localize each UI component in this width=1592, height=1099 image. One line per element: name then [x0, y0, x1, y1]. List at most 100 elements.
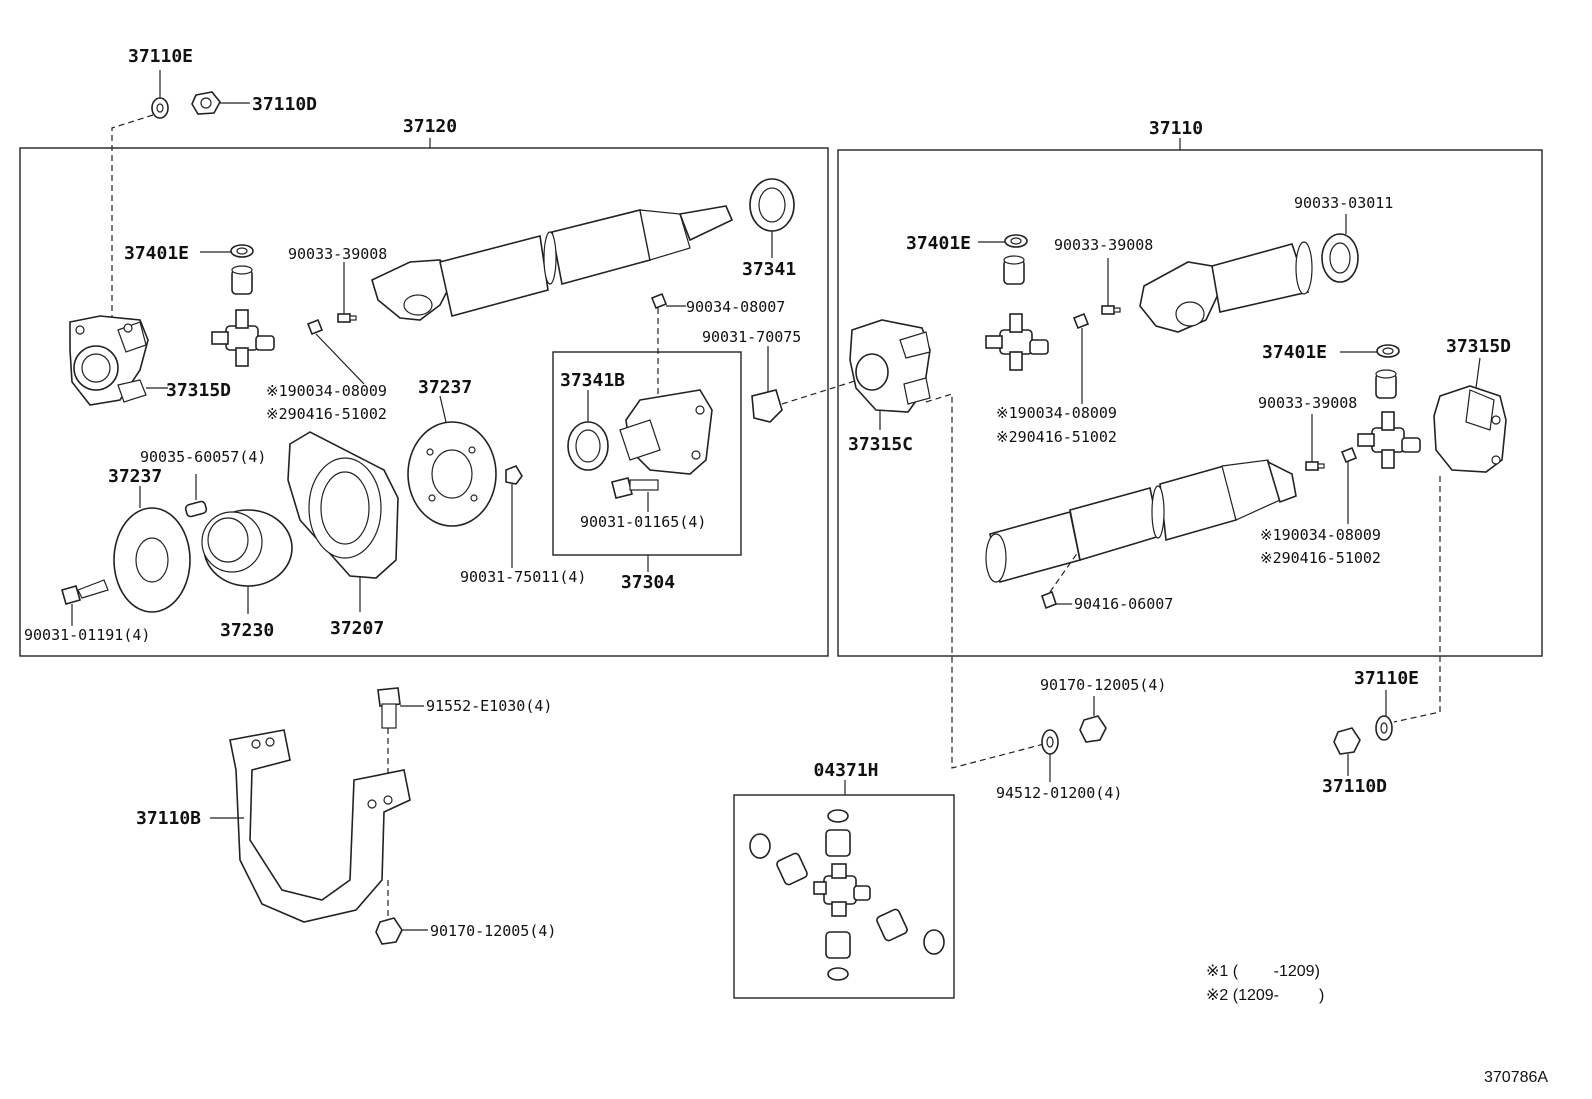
bolt-90031-01165: [611, 477, 659, 499]
nut-90170-12005-left: [375, 917, 403, 945]
label-37401E-left: 37401E: [124, 243, 189, 264]
spider-kit-snap-ring-top: [827, 809, 849, 823]
label-37207: 37207: [330, 618, 384, 639]
label-37230: 37230: [220, 620, 274, 641]
nut-90031-75011: [505, 465, 523, 485]
seal-90033-03011: [1321, 233, 1359, 283]
label-90033-39008-left: 90033-39008: [288, 245, 387, 263]
washer-37110E-top: [151, 97, 169, 119]
snap-ring-37401E-mid: [1004, 234, 1028, 248]
plug-90416-06007: [1041, 590, 1057, 610]
bracket-37110B: [229, 729, 411, 923]
spider-kit-snap-ring-bottom: [827, 967, 849, 981]
snap-ring-37401E-right: [1376, 344, 1400, 358]
label-90170-12005-right: 90170-12005(4): [1040, 676, 1166, 694]
bearing-cup-mid: [1003, 255, 1025, 285]
spider-kit-cross: [813, 863, 871, 917]
spider-kit-frame: [733, 794, 955, 999]
rear-shaft-front-yoke: [1139, 241, 1313, 333]
label-90034-08009-right: ※190034-08009: [1260, 526, 1381, 544]
nut-37110D-right: [1333, 727, 1361, 755]
flange-yoke-37315D-left: [69, 315, 149, 406]
label-90416-51002-left: ※290416-51002: [266, 405, 387, 423]
label-90416-06007: 90416-06007: [1074, 595, 1173, 613]
label-90031-01165: 90031-01165(4): [580, 513, 706, 531]
label-37110E-right: 37110E: [1354, 668, 1419, 689]
spider-kit-label: 04371H: [813, 760, 878, 781]
washer-37237-left: [113, 507, 191, 613]
label-37110D-right: 37110D: [1322, 776, 1387, 797]
label-90033-39008-right: 90033-39008: [1258, 394, 1357, 412]
label-90034-08007: 90034-08007: [686, 298, 785, 316]
label-37237-left: 37237: [108, 466, 162, 487]
spider-mid: [985, 313, 1049, 371]
grease-fitting-right: [1340, 446, 1358, 464]
nut-90170-12005-right: [1079, 715, 1107, 743]
rear-shaft-label: 37110: [1149, 118, 1203, 139]
spider-kit-cup-left: [776, 852, 808, 886]
rear-shaft-tube: [985, 459, 1297, 583]
footnote-2: ※2 (1209- ): [1206, 987, 1324, 1004]
label-37110E-top: 37110E: [128, 46, 193, 67]
label-37237-right: 37237: [418, 377, 472, 398]
grease-fitting-90034-08007: [650, 292, 668, 310]
label-37110B: 37110B: [136, 808, 201, 829]
label-90034-08009-mid: ※190034-08009: [996, 404, 1117, 422]
label-37110D-top: 37110D: [252, 94, 317, 115]
label-37315D-left: 37315D: [166, 380, 231, 401]
figure-id: 370786A: [1484, 1069, 1548, 1086]
snap-ring-37401E-left: [230, 244, 254, 258]
label-90031-75011: 90031-75011(4): [460, 568, 586, 586]
label-90416-51002-right: ※290416-51002: [1260, 549, 1381, 567]
label-37341B: 37341B: [560, 370, 625, 391]
label-37401E-right: 37401E: [1262, 342, 1327, 363]
bolt-91552-E1030: [377, 687, 401, 729]
seal-37341B: [567, 421, 609, 471]
bolt-90031-01191: [61, 579, 109, 605]
label-37341: 37341: [742, 259, 796, 280]
label-91552-E1030: 91552-E1030(4): [426, 697, 552, 715]
grease-fitting-mid: [1072, 312, 1090, 330]
label-90033-03011: 90033-03011: [1294, 194, 1393, 212]
nut-90031-70075: [751, 389, 783, 423]
bolt-90033-39008-mid: [1101, 305, 1121, 315]
front-shaft-frame: [19, 147, 829, 657]
label-90031-70075: 90031-70075: [702, 328, 801, 346]
nut-37110D-top: [191, 91, 221, 115]
flange-yoke-37315C: [849, 319, 931, 413]
label-94512-01200: 94512-01200(4): [996, 784, 1122, 802]
spider-kit-cup-right: [876, 908, 908, 942]
bearing-37230: [201, 509, 293, 587]
label-90416-51002-mid: ※290416-51002: [996, 428, 1117, 446]
rear-shaft-frame: [837, 149, 1543, 657]
bearing-cup-right: [1375, 369, 1397, 399]
spider-kit-cup-bottom: [825, 931, 851, 959]
spider-kit-snap-ring-left: [749, 833, 771, 859]
bolt-90033-39008-right: [1305, 461, 1325, 471]
label-37315D-right: 37315D: [1446, 336, 1511, 357]
grease-fitting-left: [306, 318, 324, 336]
collar-90035-60057: [184, 500, 208, 518]
label-90033-39008-mid: 90033-39008: [1054, 236, 1153, 254]
cushion-37207: [287, 431, 399, 579]
washer-37237-right: [407, 421, 497, 527]
washer-37110E-right: [1375, 715, 1393, 741]
spider-kit-cup-top: [825, 829, 851, 857]
label-37401E-mid: 37401E: [906, 233, 971, 254]
flange-37304: [619, 389, 713, 475]
footnote-1: ※1 ( -1209): [1206, 963, 1320, 980]
center-kit-label: 37304: [621, 572, 675, 593]
spider-right: [1357, 411, 1421, 469]
front-shaft-label: 37120: [403, 116, 457, 137]
front-shaft-tube: [371, 205, 734, 321]
bolt-90033-39008-left: [337, 313, 357, 323]
spider-left: [211, 309, 275, 367]
flange-yoke-37315D-right: [1433, 385, 1507, 473]
label-90035-60057: 90035-60057(4): [140, 448, 266, 466]
washer-94512-01200: [1041, 729, 1059, 755]
label-90034-08009-left: ※190034-08009: [266, 382, 387, 400]
label-90170-12005-left: 90170-12005(4): [430, 922, 556, 940]
seal-37341: [749, 178, 795, 232]
label-90031-01191: 90031-01191(4): [24, 626, 150, 644]
